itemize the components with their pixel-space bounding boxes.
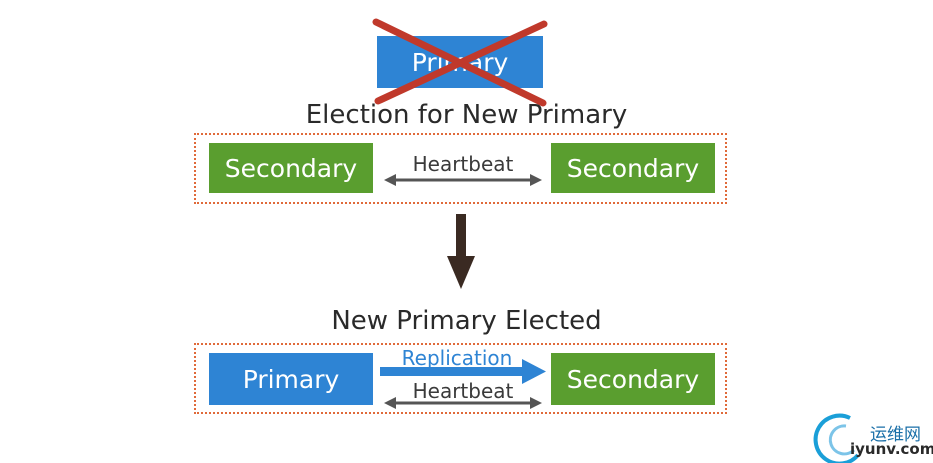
election-group	[194, 133, 727, 204]
secondary-node-right: Secondary	[551, 143, 715, 193]
new-primary-elected-title: New Primary Elected	[331, 306, 602, 336]
elected-group	[194, 343, 727, 414]
secondary-node-right-label: Secondary	[566, 153, 700, 183]
heartbeat-label-bottom: Heartbeat	[412, 379, 514, 403]
election-title: Election for New Primary	[305, 100, 628, 130]
replication-label: Replication	[401, 346, 513, 370]
watermark-domain: iyunv.com	[850, 440, 933, 458]
secondary-node-bottom-label: Secondary	[566, 364, 700, 394]
new-primary-node: Primary	[209, 353, 373, 405]
watermark-cn-text: 运维网	[870, 425, 921, 445]
new-primary-node-label: Primary	[242, 364, 340, 394]
heartbeat-label-top: Heartbeat	[412, 152, 514, 176]
secondary-node-left: Secondary	[209, 143, 373, 193]
secondary-node-left-label: Secondary	[224, 153, 358, 183]
secondary-node-bottom: Secondary	[551, 353, 715, 405]
